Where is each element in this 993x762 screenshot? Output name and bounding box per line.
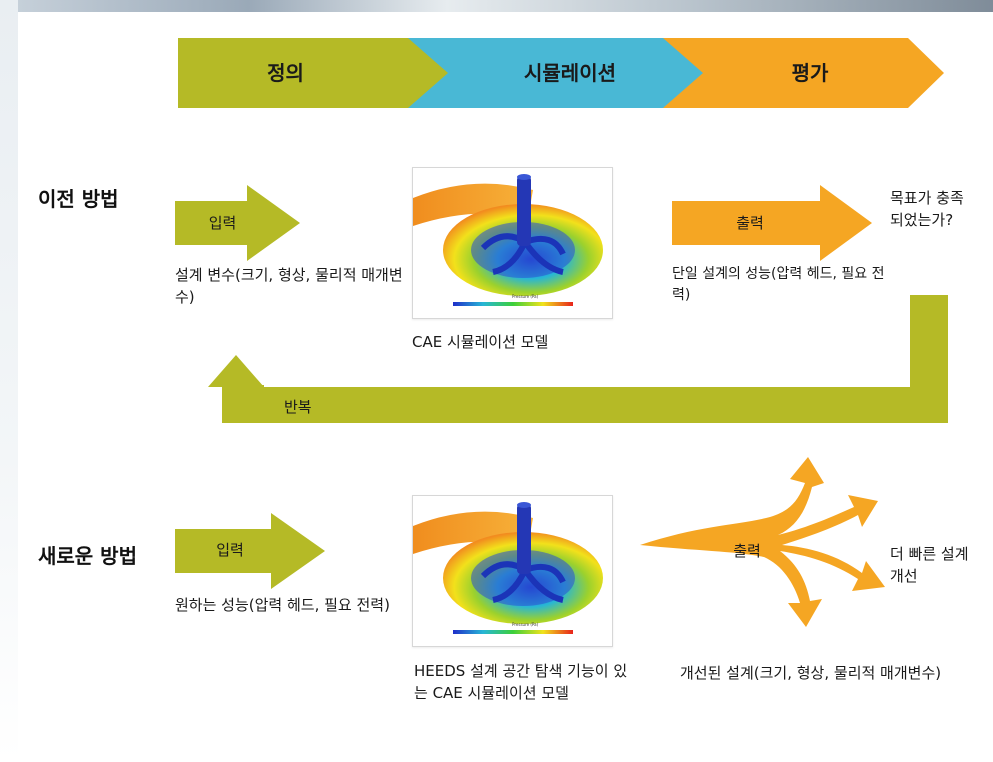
old-input-arrow [175, 185, 300, 261]
goal-question: 목표가 충족되었는가? [890, 189, 964, 229]
faster-improvement-text: 더 빠른 설계 개선 [890, 545, 969, 585]
new-input-arrow [175, 513, 325, 589]
old-input-caption: 설계 변수(크기, 형상, 물리적 매개변수) [175, 266, 403, 306]
new-simulation-image: Pressure (Pa) [412, 495, 613, 647]
chevron-evaluate [663, 38, 944, 108]
new-input-caption: 원하는 성능(압력 헤드, 필요 전력) [175, 596, 390, 614]
chevron-simulation [408, 38, 718, 108]
stage-define-label: 정의 [267, 61, 304, 85]
left-edge-shade [0, 0, 18, 762]
repeat-label: 반복 [284, 398, 312, 416]
new-input-label: 입력 [216, 541, 244, 559]
new-output-label: 출력 [733, 542, 761, 560]
stage-evaluate-label: 평가 [791, 61, 829, 85]
old-input-label: 입력 [208, 214, 237, 232]
iteration-loop-arrow [200, 295, 955, 427]
new-model-caption: HEEDS 설계 공간 탐색 기능이 있는 CAE 시뮬레이션 모델 [414, 662, 628, 702]
process-chevrons [178, 38, 944, 108]
chevron-define [178, 38, 463, 108]
svg-text:Pressure (Pa): Pressure (Pa) [512, 622, 539, 627]
old-output-arrow [672, 185, 872, 261]
old-output-label: 출력 [736, 214, 764, 232]
old-model-caption: CAE 시뮬레이션 모델 [412, 333, 549, 351]
svg-text:Pressure (Pa): Pressure (Pa) [512, 294, 539, 299]
old-simulation-image: Pressure (Pa) [412, 167, 613, 319]
new-output-caption: 개선된 설계(크기, 형상, 물리적 매개변수) [680, 664, 942, 682]
old-output-caption: 단일 설계의 성능(압력 헤드, 필요 전력) [672, 266, 885, 303]
new-output-branch-arrows [640, 455, 890, 635]
old-method-title: 이전 방법 [38, 187, 119, 211]
stage-simulation-label: 시뮬레이션 [524, 61, 616, 85]
new-method-title: 새로운 방법 [38, 544, 137, 568]
header-photo-strip [0, 0, 993, 12]
